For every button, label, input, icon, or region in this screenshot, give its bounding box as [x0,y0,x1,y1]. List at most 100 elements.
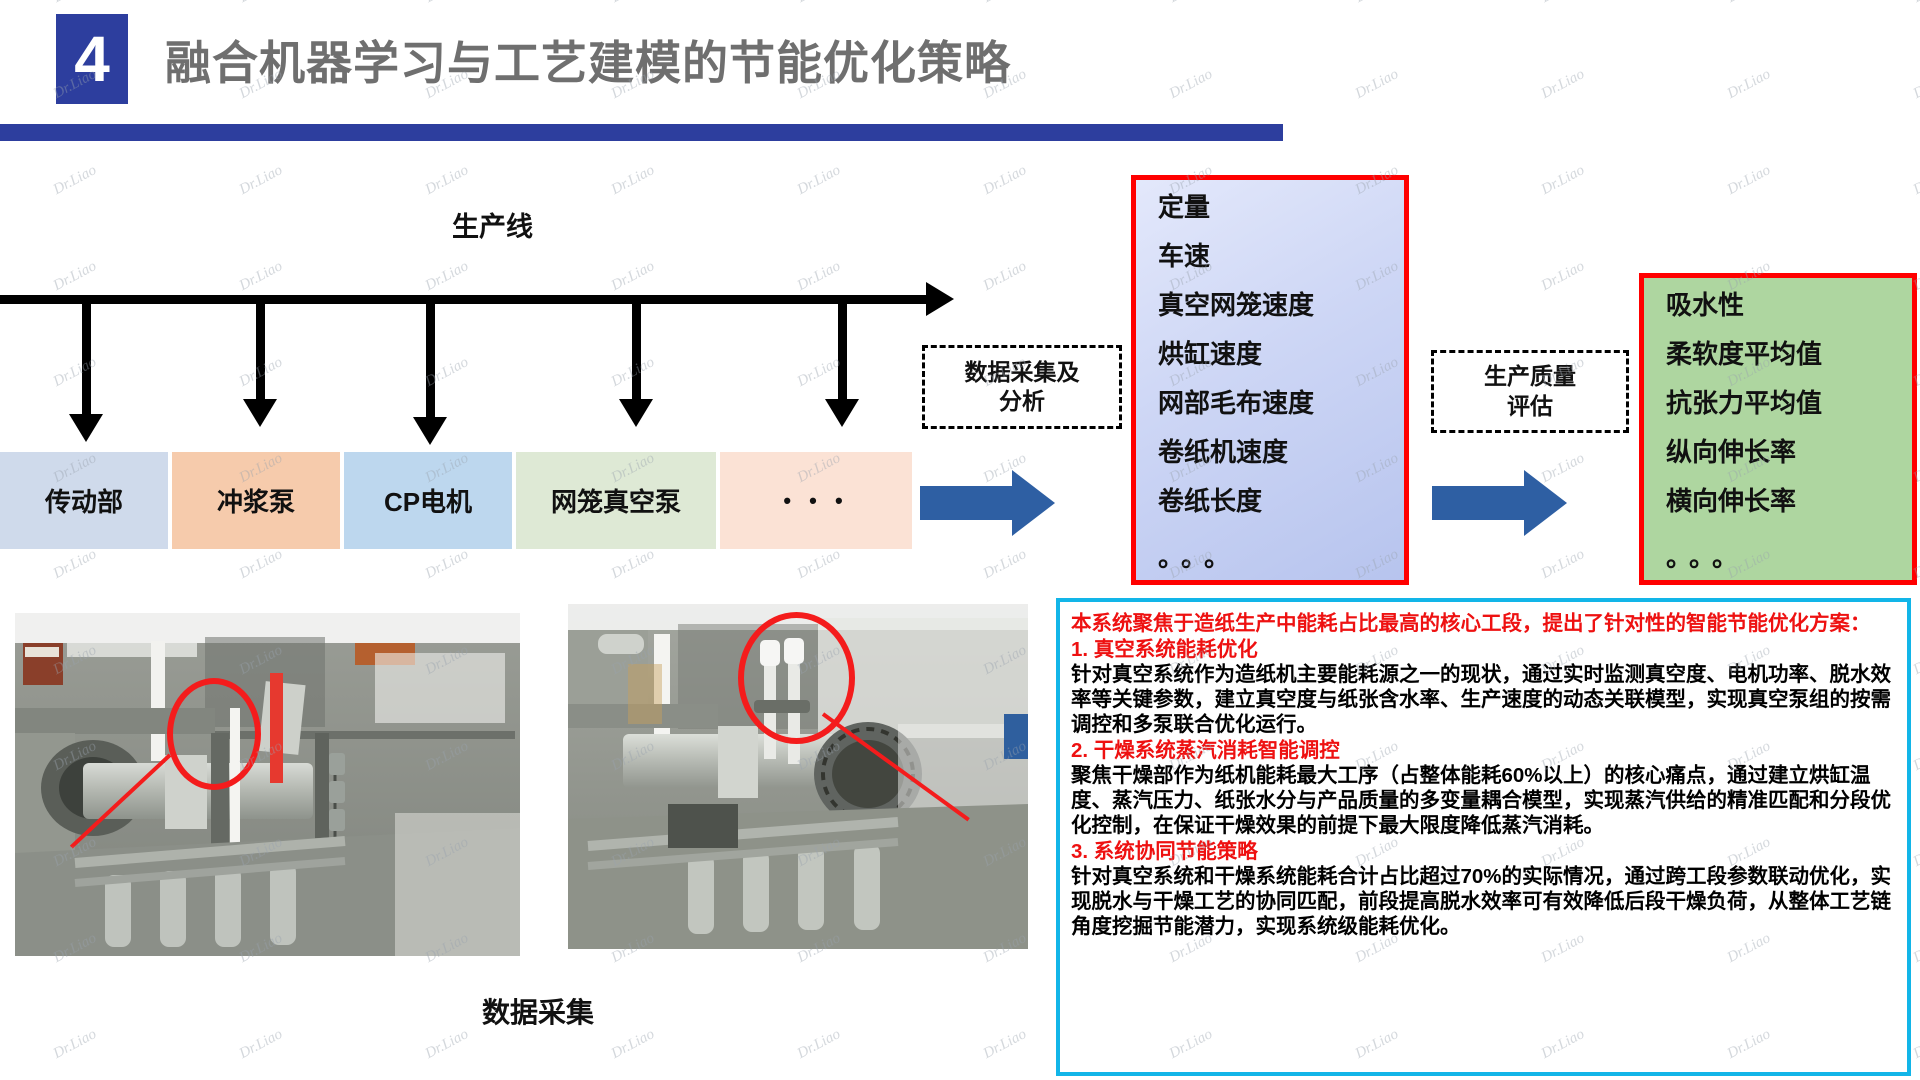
equipment-photo-right [568,604,1028,949]
quality-ellipsis: 。。。 [1666,542,1749,572]
photo-annotation-circle [167,678,261,790]
watermark-text: Dr.Liao [51,0,100,7]
watermark-text: Dr.Liao [794,354,844,390]
watermark-text: Dr.Liao [794,546,844,582]
description-heading-1: 1. 真空系统能耗优化 [1071,638,1258,661]
description-heading-3: 3. 系统协同节能策略 [1071,840,1258,863]
down-arrow-icon [413,417,447,445]
watermark-text: Dr.Liao [1910,738,1920,774]
process-box-label: 冲浆泵 [216,487,295,517]
watermark-text: Dr.Liao [236,1026,286,1062]
description-panel: 本系统聚焦于造纸生产中能耗占比最高的核心工段，提出了针对性的智能节能优化方案： … [1056,598,1911,1076]
watermark-text: Dr.Liao [236,162,286,198]
production-line-label: 生产线 [452,212,533,242]
parameter-item: 车速 [1158,241,1211,271]
watermark-text: Dr.Liao [1911,0,1920,7]
watermark-text: Dr.Liao [981,0,1030,7]
description-body-2: 聚焦干燥部作为纸机能耗最大工序（占整体能耗60%以上）的核心痛点，通过建立烘缸温… [1071,764,1891,837]
drop-connector-4 [619,300,653,427]
watermark-text: Dr.Liao [1910,642,1920,678]
description-heading-2: 2. 干燥系统蒸汽消耗智能调控 [1071,739,1340,762]
production-line-arrowhead-icon [926,282,954,316]
flow-step-line-1: 生产质量 [1484,363,1576,390]
description-intro: 本系统聚焦于造纸生产中能耗占比最高的核心工段，提出了针对性的智能节能优化方案： [1071,612,1871,635]
watermark-text: Dr.Liao [422,258,472,294]
watermark-text: Dr.Liao [1724,66,1774,102]
flow-step-line-1: 数据采集及 [964,358,1080,385]
watermark-text: Dr.Liao [1910,66,1920,102]
flow-step-line-2: 评估 [1507,392,1553,419]
flow-step-quality-assessment: 生产质量 评估 [1431,350,1629,433]
description-body-1: 针对真空系统作为造纸机主要能耗源之一的现状，通过实时监测真空度、电机功率、脱水效… [1071,663,1891,736]
watermark-text: Dr.Liao [1352,66,1402,102]
watermark-text: Dr.Liao [1725,0,1774,7]
section-number-badge: 4 [56,14,128,104]
quality-item: 横向伸长率 [1666,486,1797,516]
equipment-photo-left [15,613,520,956]
drop-connector-2 [243,300,277,427]
parameter-item: 真空网笼速度 [1158,290,1315,320]
watermark-text: Dr.Liao [794,1026,844,1062]
quality-item: 柔软度平均值 [1666,339,1823,369]
parameter-item: 卷纸机速度 [1158,437,1289,467]
equipment-photo-left-image [15,613,520,956]
watermark-text: Dr.Liao [50,258,100,294]
watermark-text: Dr.Liao [1910,930,1920,966]
watermark-text: Dr.Liao [1724,162,1774,198]
parameter-item: 卷纸长度 [1158,486,1263,516]
down-arrow-icon [619,399,653,427]
watermark-text: Dr.Liao [1538,66,1588,102]
watermark-text: Dr.Liao [794,162,844,198]
photos-caption: 数据采集 [482,997,595,1028]
down-arrow-icon [825,399,859,427]
flow-arrow-2-icon [1432,470,1567,536]
watermark-text: Dr.Liao [980,258,1030,294]
watermark-text: Dr.Liao [608,258,658,294]
watermark-text: Dr.Liao [980,162,1030,198]
watermark-text: Dr.Liao [608,1026,658,1062]
watermark-text: Dr.Liao [608,546,658,582]
watermark-text: Dr.Liao [1910,834,1920,870]
watermark-text: Dr.Liao [1538,258,1588,294]
parameter-item: 烘缸速度 [1158,339,1263,369]
drop-connector-3 [413,300,447,445]
quality-item: 吸水性 [1666,290,1745,320]
watermark-text: Dr.Liao [237,0,286,7]
watermark-text: Dr.Liao [980,546,1030,582]
watermark-text: Dr.Liao [422,1026,472,1062]
quality-item: 纵向伸长率 [1666,437,1797,467]
description-body-3: 针对真空系统和干燥系统能耗合计占比超过70%的实际情况，通过跨工段参数联动优化，… [1071,865,1892,938]
watermark-text: Dr.Liao [1538,546,1588,582]
watermark-text: Dr.Liao [1910,162,1920,198]
header-underline-bar [0,124,1283,141]
quality-panel: 吸水性 柔软度平均值 抗张力平均值 纵向伸长率 横向伸长率 。。。 [1639,273,1917,585]
watermark-text: Dr.Liao [1910,1026,1920,1062]
process-box-label: • • • [783,487,849,513]
process-box-pulp-pump: 冲浆泵 [172,452,340,549]
parameters-ellipsis: 。。。 [1158,542,1241,572]
watermark-text: Dr.Liao [236,258,286,294]
down-arrow-icon [69,414,103,442]
production-line-axis [0,295,935,304]
parameters-panel: 定量 车速 真空网笼速度 烘缸速度 网部毛布速度 卷纸机速度 卷纸长度 。。。 [1131,175,1409,585]
watermark-text: Dr.Liao [236,546,286,582]
drop-connector-1 [69,300,103,442]
drop-connector-5 [825,300,859,427]
watermark-text: Dr.Liao [50,162,100,198]
photo-annotation-circle [738,612,855,744]
watermark-text: Dr.Liao [423,0,472,7]
watermark-text: Dr.Liao [422,546,472,582]
watermark-text: Dr.Liao [1539,0,1588,7]
parameter-item: 网部毛布速度 [1158,388,1315,418]
process-box-label: CP电机 [383,487,473,517]
watermark-text: Dr.Liao [1167,0,1216,7]
process-box-cp-motor: CP电机 [344,452,512,549]
watermark-text: Dr.Liao [608,162,658,198]
watermark-text: Dr.Liao [422,162,472,198]
flow-arrow-1-icon [920,470,1055,536]
parameter-item: 定量 [1158,192,1211,222]
quality-item: 抗张力平均值 [1666,388,1823,418]
process-box-transmission: 传动部 [0,452,168,549]
process-box-label: 传动部 [44,487,123,517]
process-box-mesh-vacuum-pump: 网笼真空泵 [516,452,716,549]
